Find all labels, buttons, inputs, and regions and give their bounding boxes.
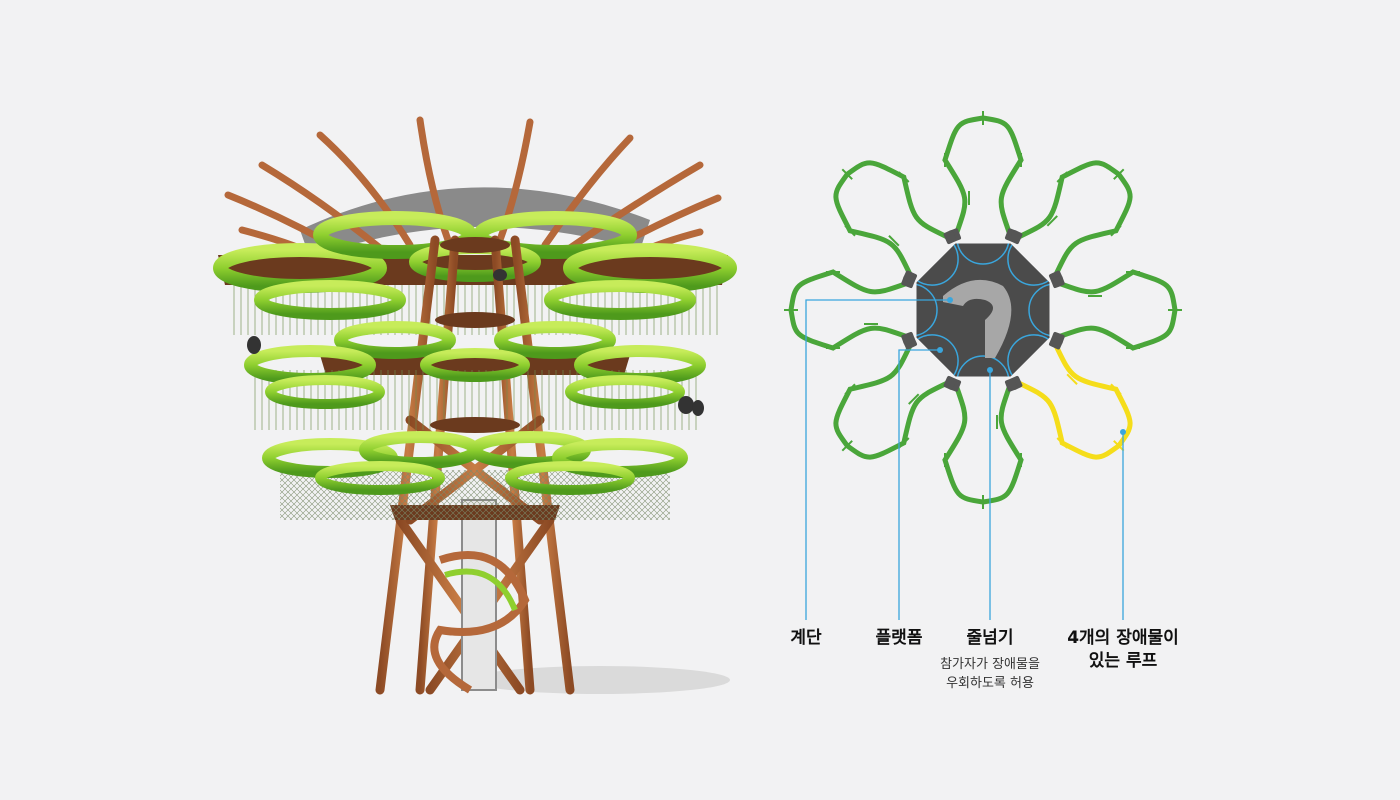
obstacle-tick	[1066, 373, 1078, 385]
obstacle-tick	[1046, 215, 1058, 227]
loop-petal	[942, 115, 1024, 235]
label-loop-line-1: 4개의 장애물이	[1067, 628, 1179, 648]
canopy-loops-level-3	[262, 431, 688, 495]
label-zipline: 줄넘기	[966, 628, 1014, 648]
obstacle-tick	[1056, 171, 1068, 183]
loop-petal	[833, 344, 949, 460]
obstacle-tick	[898, 171, 910, 183]
callout-platform	[898, 349, 940, 620]
label-stairs: 계단	[790, 628, 822, 648]
anchor-block	[1051, 275, 1065, 289]
obstacle-tick	[844, 383, 856, 395]
callout-platform-dot	[937, 347, 943, 353]
deck-hubs	[430, 237, 520, 433]
callout-stairs-dot	[947, 297, 953, 303]
platform-arc	[916, 283, 938, 337]
zipline-description-line-1: 참가자가 장애물을	[940, 657, 1040, 672]
obstacle-tick	[898, 437, 910, 449]
obstacle-tick	[844, 225, 856, 237]
callout-lines	[805, 297, 1126, 620]
anchor-block	[943, 375, 957, 390]
anchor-block	[943, 230, 957, 245]
obstacle-tick	[1110, 383, 1122, 395]
obstacle-tick	[888, 235, 900, 247]
platform-arc	[916, 334, 959, 377]
platform-arc	[956, 243, 1010, 265]
callout-stairs	[805, 299, 950, 620]
anchor-block	[1004, 378, 1018, 392]
loop-petal	[1017, 344, 1133, 460]
canopy-loops-level-2	[244, 321, 706, 409]
lower-net	[280, 470, 670, 520]
obstacle-tick	[1113, 440, 1125, 452]
roof-canopy	[300, 187, 650, 258]
label-loop-line-2: 있는 루프	[1088, 651, 1158, 671]
obstacle-tick	[1056, 437, 1068, 449]
platform-arc	[1028, 283, 1050, 337]
anchor-block	[1048, 336, 1063, 350]
central-platform	[916, 243, 1050, 377]
hub-platform-arcs	[916, 243, 1050, 377]
platform-arc	[1007, 243, 1050, 286]
callout-zipline-dot	[987, 367, 993, 373]
zipline-description-line-2: 우회하도록 허용	[946, 676, 1034, 691]
loop-petal	[833, 160, 949, 276]
platform-arc	[916, 243, 959, 286]
tire-obstacles	[247, 269, 704, 416]
platform-arc	[956, 355, 1010, 377]
obstacle-tick	[841, 168, 853, 180]
platform-arc	[1007, 334, 1050, 377]
anchor-block	[1009, 230, 1023, 245]
loop-petal	[942, 385, 1024, 505]
spiral-staircase	[430, 499, 530, 694]
obstacle-loops	[784, 111, 1182, 509]
ground-shadow	[470, 666, 730, 694]
obstacle-tick	[908, 393, 920, 405]
loop-petal	[1058, 269, 1178, 351]
spiral-stair-top-view	[943, 279, 1012, 358]
obstacle-tick	[1110, 225, 1122, 237]
obstacle-tick	[841, 440, 853, 452]
obstacle-tick	[1113, 168, 1125, 180]
loop-anchor-blocks	[901, 228, 1065, 392]
callout-loop-dot	[1120, 429, 1126, 435]
loop-petal	[1017, 160, 1133, 276]
label-platform: 플랫폼	[875, 628, 923, 648]
anchor-block	[903, 270, 918, 284]
anchor-block	[901, 331, 915, 345]
loop-petal	[788, 269, 908, 351]
